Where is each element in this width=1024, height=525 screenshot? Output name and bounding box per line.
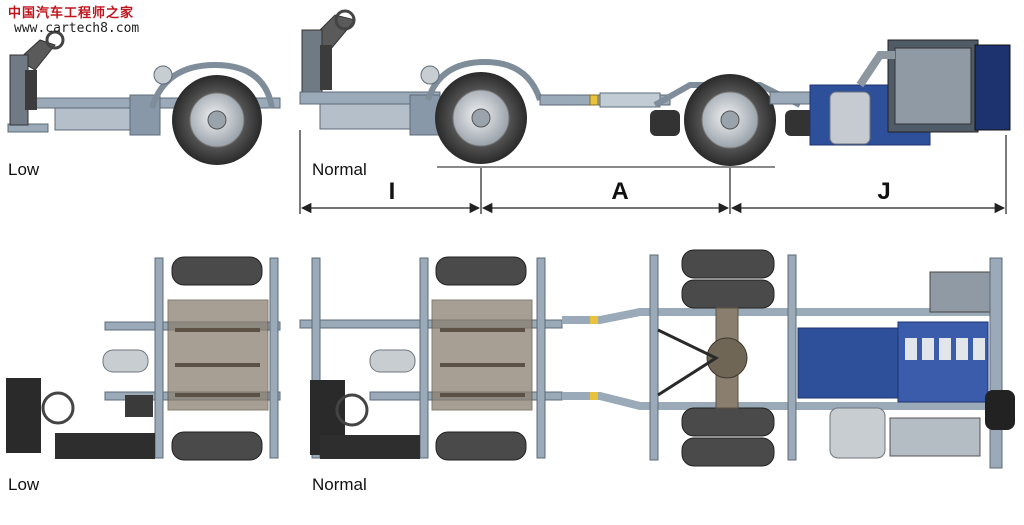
- engine-side: [809, 39, 1011, 146]
- engine-top: [797, 257, 1015, 469]
- front-wheel-normal: [435, 72, 527, 164]
- rear-wheel-normal: [684, 74, 776, 166]
- top-view-normal-label: Normal: [312, 475, 367, 494]
- steering-column: [9, 30, 65, 126]
- watermark-site-name: 中国汽车工程师之家: [8, 6, 135, 21]
- dimension-rear-overhang-label: J: [877, 178, 891, 205]
- tires-top-low: [171, 256, 263, 461]
- dimension-front-overhang-label: I: [388, 178, 396, 205]
- side-view-low: [7, 30, 281, 165]
- steering-column-normal: [301, 9, 356, 101]
- front-tires-top-normal: [435, 256, 527, 461]
- top-view-low-label: Low: [8, 475, 40, 494]
- side-view-low-label: Low: [8, 160, 40, 179]
- dimension-lines: [299, 130, 1007, 214]
- frame-joint-marker: [589, 94, 599, 106]
- front-wheel-low: [172, 75, 262, 165]
- side-view-normal: [299, 9, 1011, 168]
- dimension-wheelbase-label: A: [611, 178, 629, 205]
- watermark-url: www.cartech8.com: [14, 21, 140, 36]
- top-view-normal: [299, 249, 1015, 469]
- top-view-low: [6, 256, 281, 461]
- side-view-normal-label: Normal: [312, 160, 367, 179]
- watermark: 中国汽车工程师之家 www.cartech8.com: [8, 6, 139, 36]
